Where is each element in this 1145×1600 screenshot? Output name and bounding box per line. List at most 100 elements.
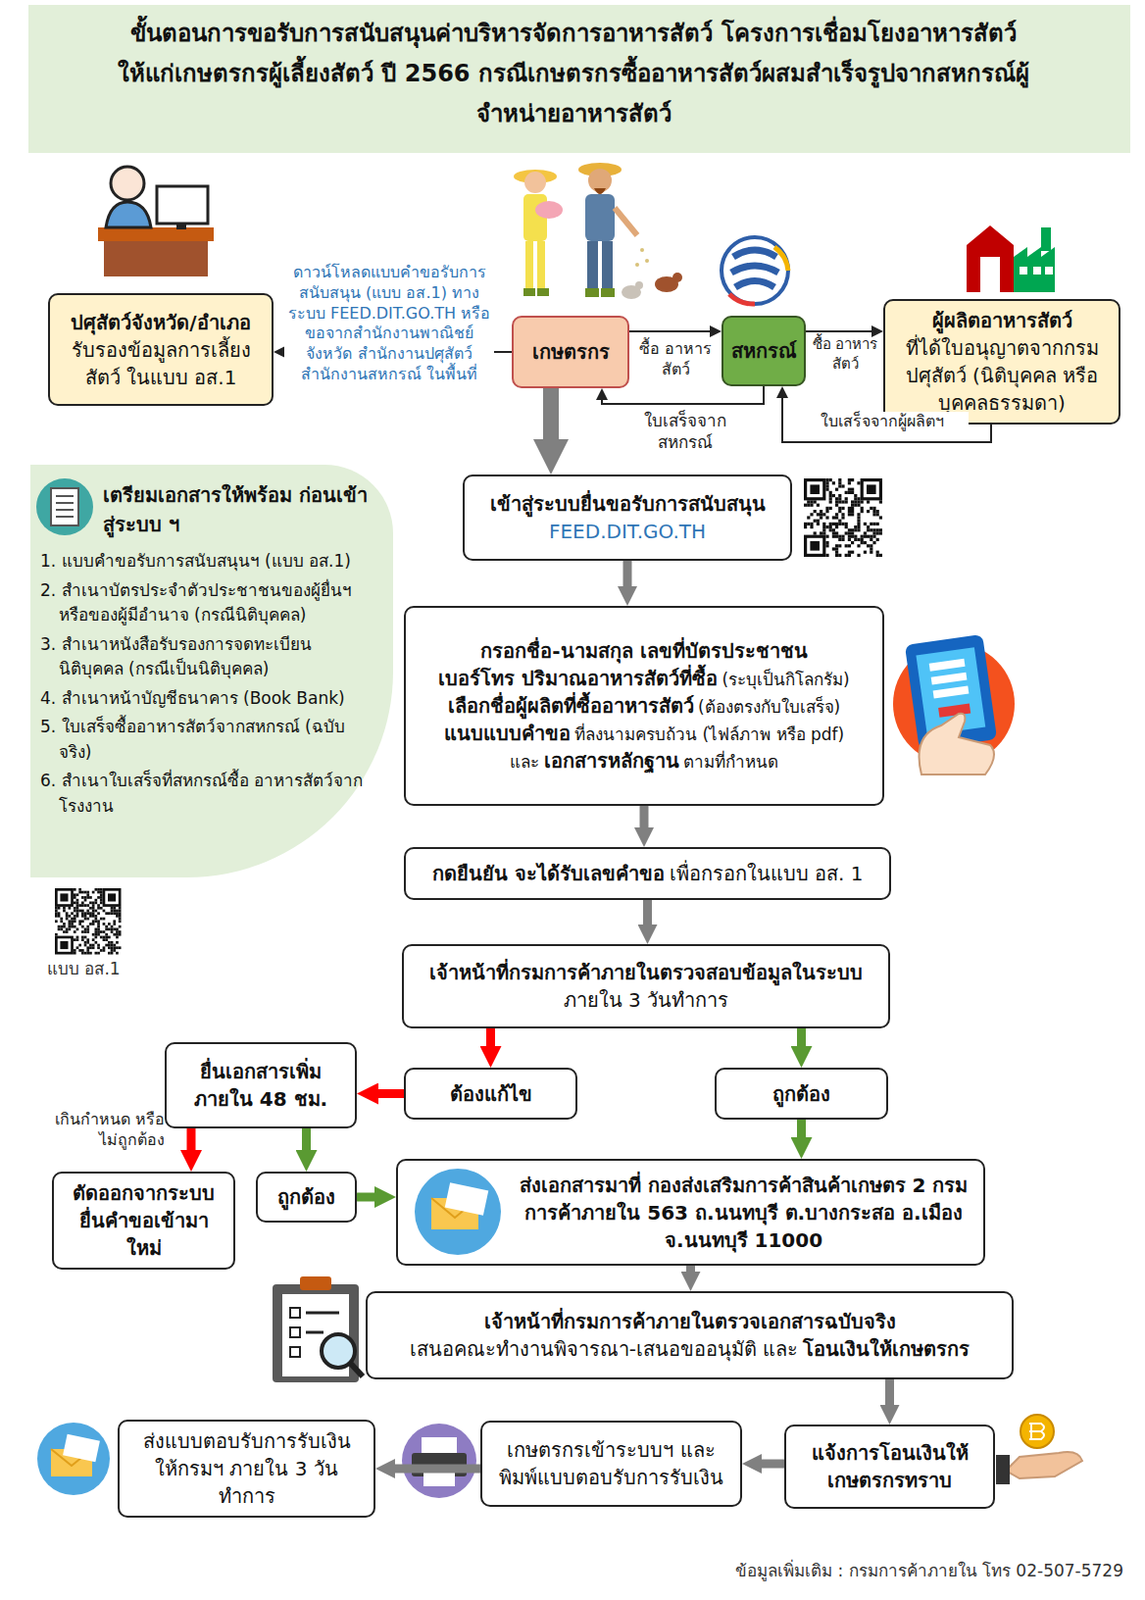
text-line: เสนอคณะทำงานพิจารณา-เสนอขออนุมัติ และโอน… xyxy=(409,1335,971,1363)
text-line: 4. สำเนาหน้าบัญชีธนาคาร (Book Bank) xyxy=(40,684,346,714)
node-heading: เตรียมเอกสารให้พร้อม ก่อนเข้าสู่ระบบ ฯ xyxy=(40,480,374,540)
node-heading: ถูกต้อง xyxy=(772,1082,831,1106)
text-line: ภายใน 3 วันทำการ xyxy=(563,986,729,1014)
connector-arrow xyxy=(543,388,559,440)
qr-code xyxy=(51,885,125,958)
title: ขั้นตอนการขอรับการสนับสนุนค่าบริหารจัดกา… xyxy=(117,13,1030,134)
node-heading: ปศุสัตว์จังหวัด/อำเภอ xyxy=(70,310,250,335)
node-heading: เจ้าหน้าที่กรมการค้าภายในตรวจสอบข้อมูลใน… xyxy=(429,960,863,985)
node-heading: เข้าสู่ระบบยื่นขอรับการสนับสนุน xyxy=(490,492,766,516)
text-line: เกษตรกร xyxy=(532,338,610,366)
text-line: กดยืนยัน จะได้รับเลขคำขอเพื่อกรอกในแบบ อ… xyxy=(432,859,864,888)
node-text: ที่ได้ใบอนุญาตจากกรมปศุสัตว์ (นิติบุคคล … xyxy=(905,336,1099,415)
text-line: เจ้าหน้าที่กรมการค้าภายในตรวจสอบข้อมูลใน… xyxy=(429,958,863,987)
text-line: 5. ใบเสร็จซื้ออาหารสัตว์จากสหกรณ์ (ฉบับจ… xyxy=(40,712,374,767)
process-box: กดยืนยัน จะได้รับเลขคำขอเพื่อกรอกในแบบ อ… xyxy=(403,846,892,900)
footer-note: ข้อมูลเพิ่มเติม : กรมการค้าภายใน โทร 02-… xyxy=(735,1556,1124,1584)
producer-box: ผู้ผลิตอาหารสัตว์ที่ได้ใบอนุญาตจากกรมปศุ… xyxy=(883,298,1121,425)
text-line: รับรองข้อมูลการเลี้ยงสัตว์ ในแบบ อส.1 xyxy=(59,336,262,392)
text-line: แนบแบบคำขอที่ลงนามครบถ้วน (ไฟล์ภาพ หรือ … xyxy=(444,719,845,747)
node-text: เลือกชื่อผู้ผลิตที่ซื้ออาหารสัตว์ xyxy=(448,694,695,718)
node-text: เสนอคณะทำงานพิจารณา-เสนอขออนุมัติ และ xyxy=(409,1337,799,1361)
node-heading: แจ้งการโอนเงินให้เกษตรกรทราบ xyxy=(811,1441,969,1493)
envelope-icon xyxy=(37,1422,110,1495)
connector-arrow xyxy=(486,1028,496,1046)
connector-arrow xyxy=(686,1265,696,1272)
node-heading: สหกรณ์ xyxy=(731,339,797,363)
process-box: เจ้าหน้าที่กรมการค้าภายในตรวจสอบข้อมูลใน… xyxy=(401,944,891,1029)
edge-label: เกินกำหนด หรือไม่ถูกต้อง xyxy=(43,1109,165,1151)
connector-arrow xyxy=(805,330,872,333)
text-line: เข้าสู่ระบบยื่นขอรับการสนับสนุน xyxy=(490,490,766,518)
node-heading: เจ้าหน้าที่กรมการค้าภายในตรวจเอกสารฉบับจ… xyxy=(484,1309,897,1334)
node-text: FEED.DIT.GO.TH xyxy=(548,519,706,544)
text-line: ต้องแก้ไข xyxy=(449,1080,533,1108)
node-text: (ต้องตรงกับใบเสร็จ) xyxy=(697,696,841,717)
node-text: เอกสารหลักฐาน xyxy=(544,748,680,773)
actor-box: สหกรณ์ xyxy=(721,315,806,387)
text-line: แจ้งการโอนเงินให้เกษตรกรทราบ xyxy=(796,1439,984,1494)
node-text: 5. ใบเสร็จซื้ออาหารสัตว์จากสหกรณ์ (ฉบับจ… xyxy=(40,714,374,765)
process-box: แจ้งการโอนเงินให้เกษตรกรทราบ xyxy=(784,1424,996,1509)
connector-arrow xyxy=(395,1464,481,1474)
text-line: เกษตรกรเข้าระบบฯ และ พิมพ์แบบตอบรับการรั… xyxy=(492,1436,731,1492)
coin-hand-icon xyxy=(995,1414,1083,1485)
qr-code xyxy=(800,475,886,560)
edge-label: ซื้อ อาหารสัตว์ xyxy=(632,339,719,381)
process-box: กรอกชื่อ-นามสกุล เลขที่บัตรประชาชนเบอร์โ… xyxy=(403,605,885,806)
node-heading: กรอกชื่อ-นามสกุล เลขที่บัตรประชาชน xyxy=(480,639,807,663)
edge-label: ดาวน์โหลดแบบคำขอรับการสนับสนุน (แบบ อส.1… xyxy=(284,262,495,386)
tablet-icon xyxy=(893,634,1015,775)
farmers-illustration xyxy=(513,162,683,299)
connector-arrow xyxy=(629,330,710,333)
document-icon xyxy=(34,476,96,538)
connector-arrow xyxy=(356,1193,375,1202)
clipboard-icon xyxy=(272,1276,363,1383)
text-line: 6. สำเนาใบเสร็จที่สหกรณ์ซื้อ อาหารสัตว์จ… xyxy=(40,766,374,821)
text-line: เจ้าหน้าที่กรมการค้าภายในตรวจเอกสารฉบับจ… xyxy=(484,1307,897,1336)
node-text: 1. แบบคำขอรับการสนับสนุนฯ (แบบ อส.1) xyxy=(40,548,351,575)
node-text: ภายใน 3 วันทำการ xyxy=(563,988,729,1012)
connector-arrow xyxy=(643,899,652,925)
document-panel: เตรียมเอกสารให้พร้อม ก่อนเข้าสู่ระบบ ฯ 1.… xyxy=(30,464,394,878)
text-line: ผู้ผลิตอาหารสัตว์ xyxy=(932,306,1073,335)
process-box: เข้าสู่ระบบยื่นขอรับการสนับสนุน FEED.DIT.… xyxy=(462,474,793,561)
node-text: เบอร์โทร ปริมาณอาหารสัตว์ที่ซื้อ xyxy=(438,666,718,691)
text-line: ส่งเอกสารมาที่ กองส่งเสริมการค้าสินค้าเก… xyxy=(513,1171,974,1254)
connector-arrow xyxy=(187,1128,197,1150)
node-text: 2. สำเนาบัตรประจำตัวประชาชนของผู้ยื่นฯ ห… xyxy=(40,578,374,629)
process-box: ส่งแบบตอบรับการรับเงิน ให้กรมฯ ภายใน 3 ว… xyxy=(117,1419,376,1518)
node-heading: กดยืนยัน จะได้รับเลขคำขอ xyxy=(432,861,665,886)
text-line: ปศุสัตว์จังหวัด/อำเภอ xyxy=(70,308,250,337)
node-heading: ตัดออกจากระบบ ยื่นคำขอเข้ามาใหม่ xyxy=(72,1181,215,1260)
process-box: ตัดออกจากระบบ ยื่นคำขอเข้ามาใหม่ xyxy=(51,1171,236,1270)
connector-arrow xyxy=(796,1119,806,1138)
process-box: ต้องแก้ไข xyxy=(403,1067,578,1120)
node-text: ที่ลงนามครบถ้วน (ไฟล์ภาพ หรือ pdf) xyxy=(574,724,845,745)
node-heading: ถูกต้อง xyxy=(277,1185,336,1209)
text-line: เบอร์โทร ปริมาณอาหารสัตว์ที่ซื้อ(ระบุเป็… xyxy=(438,664,849,693)
text-line: 2. สำเนาบัตรประจำตัวประชาชนของผู้ยื่นฯ ห… xyxy=(40,576,374,631)
text-line: FEED.DIT.GO.TH xyxy=(548,517,706,546)
process-box: ยื่นเอกสารเพิ่ม ภายใน 48 ชม. xyxy=(164,1042,357,1129)
node-text: 3. สำเนาหนังสือรับรองการจดทะเบียน นิติบุ… xyxy=(40,632,374,683)
process-box: ส่งเอกสารมาที่ กองส่งเสริมการค้าสินค้าเก… xyxy=(396,1158,986,1266)
text-line: ถูกต้อง xyxy=(772,1080,831,1108)
node-text: แนบแบบคำขอ xyxy=(444,721,571,746)
node-heading: ผู้ผลิตอาหารสัตว์ xyxy=(932,308,1073,333)
node-heading: ต้องแก้ไข xyxy=(449,1082,533,1106)
officer-icon xyxy=(98,166,214,277)
node-text: รับรองข้อมูลการเลี้ยงสัตว์ ในแบบ อส.1 xyxy=(71,338,251,390)
process-box: เจ้าหน้าที่กรมการค้าภายในตรวจเอกสารฉบับจ… xyxy=(365,1291,1014,1380)
connector-arrow xyxy=(885,1379,895,1405)
factory-icon xyxy=(966,225,1055,293)
node-heading: ยื่นเอกสารเพิ่ม ภายใน 48 ชม. xyxy=(194,1059,328,1111)
node-text: และ xyxy=(509,751,540,772)
text-line: 1. แบบคำขอรับการสนับสนุนฯ (แบบ อส.1) xyxy=(40,547,351,577)
connector-arrow xyxy=(378,1089,404,1098)
text-line: กรอกชื่อ-นามสกุล เลขที่บัตรประชาชน xyxy=(480,637,807,665)
actor-box: เกษตรกร xyxy=(511,315,630,389)
edge-label: ใบเสร็จจากผู้ผลิตฯ xyxy=(796,411,969,433)
edge-label: ซื้อ อาหารสัตว์ xyxy=(807,335,883,374)
node-text: ตามที่กำหนด xyxy=(683,751,779,772)
